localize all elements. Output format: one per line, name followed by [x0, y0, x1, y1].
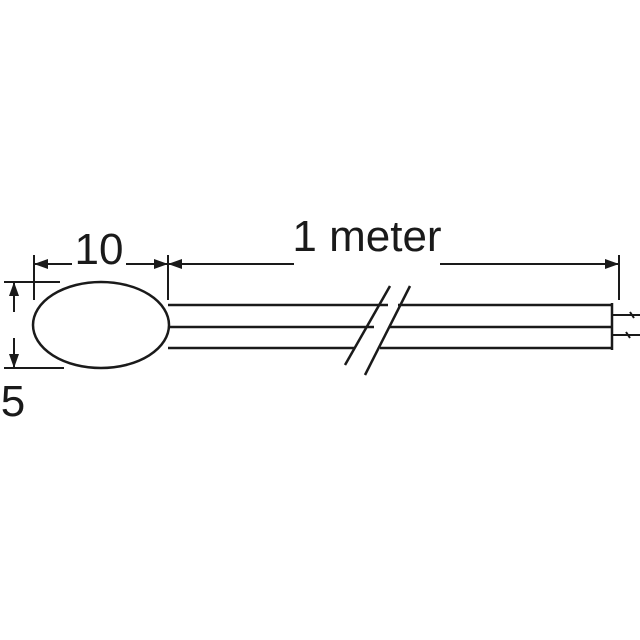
arrowhead-10-right — [154, 259, 168, 269]
break-mark-right — [363, 285, 412, 376]
wire-end-top-tip — [629, 311, 635, 319]
arrowhead-meter-left — [168, 259, 182, 269]
arrowhead-5-top — [9, 282, 19, 296]
arrowhead-meter-right — [605, 259, 619, 269]
arrowhead-5-bottom — [9, 354, 19, 368]
wire-end-bottom-tip — [625, 331, 631, 339]
thermistor-bead — [31, 280, 171, 370]
dimension-label-1-meter: 1 meter — [292, 212, 441, 261]
dimension-label-10: 10 — [75, 225, 124, 274]
break-mark-left — [343, 285, 392, 366]
dimension-label-5: 5 — [1, 377, 25, 426]
arrowhead-10-left — [34, 259, 48, 269]
